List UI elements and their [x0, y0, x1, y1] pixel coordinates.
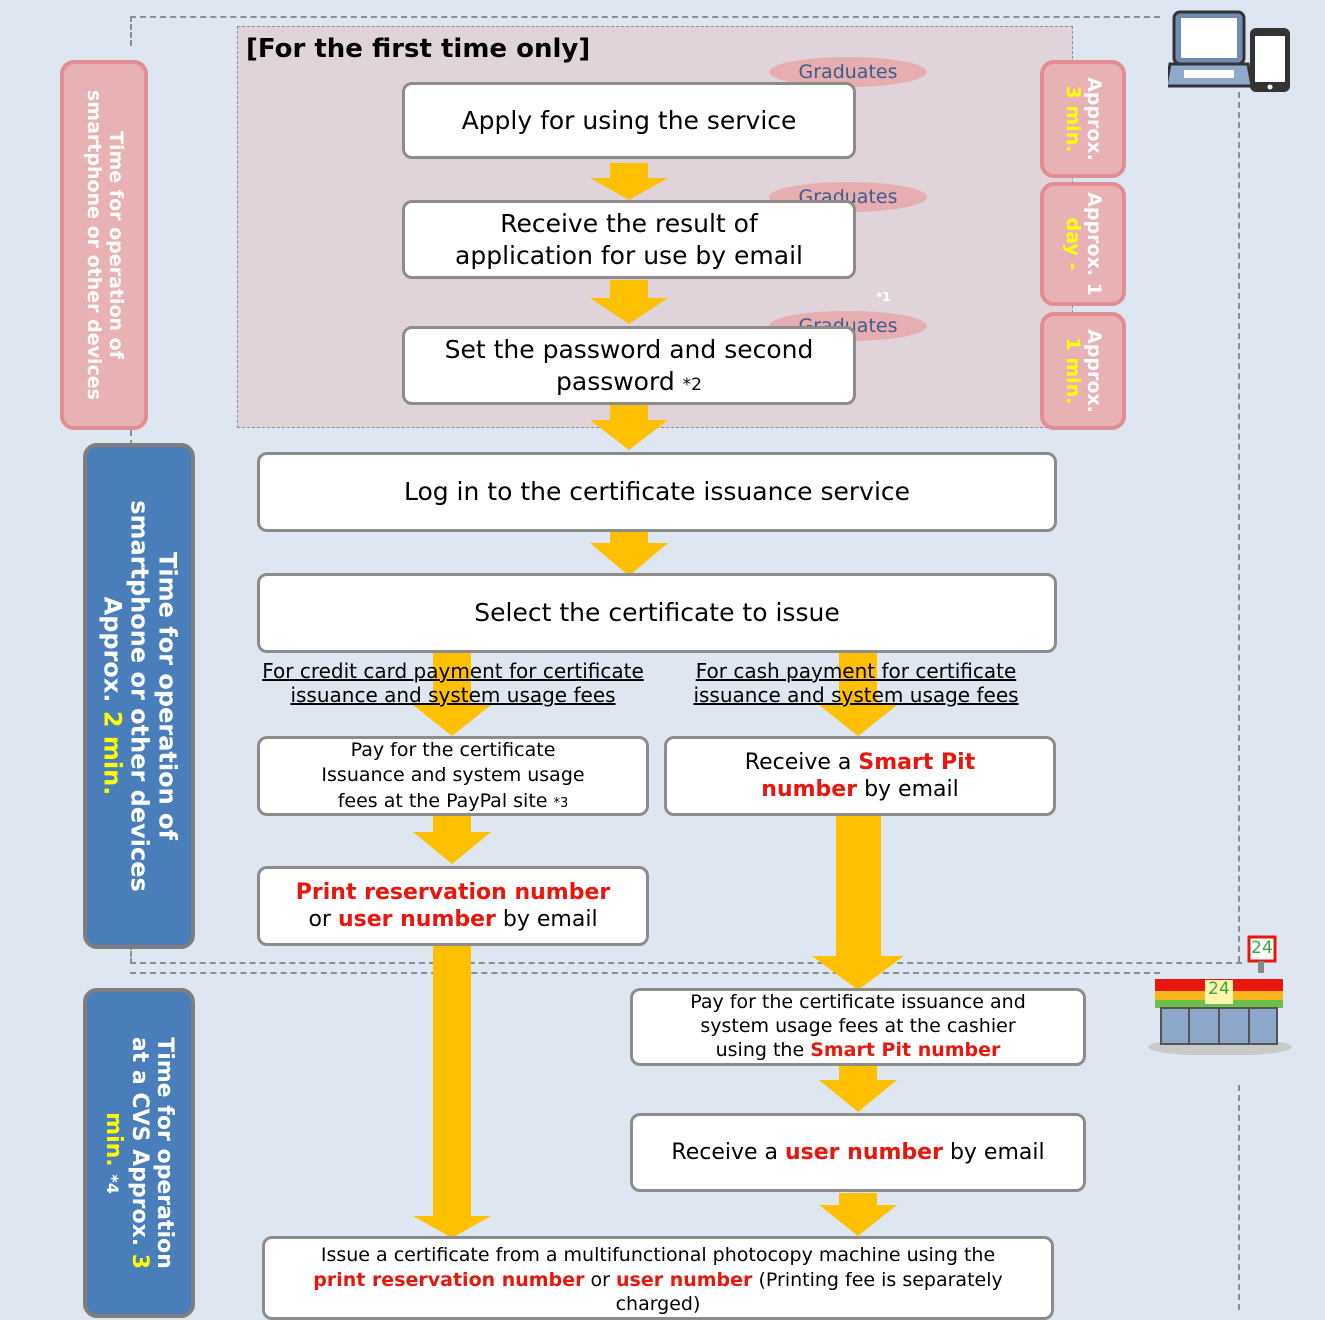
step-apply-text: Apply for using the service: [461, 105, 797, 135]
final-user-number: user number: [616, 1268, 753, 1291]
cvs-side-time2: min.: [101, 1112, 127, 1167]
receive-user-prefix: Receive a: [671, 1139, 778, 1165]
cashier-line1: Pay for the certificate issuance and: [690, 991, 1026, 1014]
final-line1: Issue a certificate from a multifunction…: [320, 1244, 996, 1266]
print-or: or: [308, 907, 331, 932]
credit-heading: For credit card payment for certificate …: [250, 659, 656, 707]
cvs-side-line1: Time for operation: [151, 1037, 177, 1269]
time-badge-apply-line2: 3 min.: [1062, 85, 1084, 153]
convenience-store-icon: [1148, 935, 1292, 1055]
laptop-phone-icon: [1168, 10, 1290, 92]
cash-heading: For cash payment for certificate issuanc…: [680, 659, 1032, 707]
cashier-line3: using the: [715, 1038, 805, 1061]
arrow-10: [819, 1065, 897, 1112]
device-frame-left-bottom: [130, 944, 132, 964]
online-side-time: 2 min.: [98, 710, 127, 796]
device-frame-right: [1238, 92, 1240, 962]
step-password-note: *2: [682, 374, 702, 395]
arrow-8: [812, 812, 904, 990]
first-time-heading: [For the first time only]: [246, 34, 591, 64]
step-password-line2: password: [556, 366, 675, 396]
step-set-password: Set the password and second password *2: [402, 326, 856, 405]
time-badge-apply: Approx. 3 min.: [1040, 60, 1126, 178]
print-user-number: user number: [337, 907, 496, 932]
receive-user-number: user number: [785, 1139, 943, 1165]
arrow-5: [413, 652, 491, 736]
device-frame-top: [130, 16, 1160, 18]
cvs-side-label: Time for operation at a CVS Approx. 3 mi…: [83, 988, 195, 1318]
smart-pit-2: number: [761, 777, 858, 802]
final-print-reservation: print reservation number: [313, 1268, 585, 1291]
time-badge-receive-line2: day -: [1062, 217, 1084, 271]
step-login: Log in to the certificate issuance servi…: [257, 452, 1057, 532]
final-or: or: [590, 1268, 610, 1291]
first-time-side-line2: smartphone or other devices: [83, 89, 105, 401]
time-badge-password: Approx. 1 min.: [1040, 312, 1126, 430]
cvs-side-note: *4: [103, 1174, 123, 1194]
final-rest: (Printing fee is separately: [758, 1268, 1003, 1291]
step-receive-user-number: Receive a user number by email: [630, 1113, 1086, 1192]
time-badge-receive: Approx. 1 day -: [1040, 182, 1126, 306]
time-badge-apply-line1: Approx.: [1082, 77, 1105, 161]
online-side-approx: Approx.: [98, 596, 127, 703]
receive-user-by-email: by email: [949, 1139, 1045, 1165]
time-badge-password-line2: 1 min.: [1062, 337, 1084, 405]
cvs-side-time: 3: [126, 1253, 152, 1270]
arrow-3: [590, 405, 668, 450]
online-side-label: Time for operation of smartphone or othe…: [83, 443, 195, 949]
step-paypal-line3: fees at the PayPal site: [337, 789, 548, 812]
step-select-text: Select the certificate to issue: [474, 598, 840, 628]
step-issue-certificate: Issue a certificate from a multifunction…: [262, 1236, 1054, 1320]
step-receive-result: Receive the result of application for us…: [402, 200, 856, 279]
cvs-frame-top: [130, 972, 1160, 974]
step-print-reservation: Print reservation number or user number …: [257, 866, 649, 946]
smart-pit-1: Smart Pit: [858, 749, 976, 775]
device-frame-bottom: [130, 962, 1242, 964]
arrow-11: [819, 1193, 897, 1236]
arrow-2: [590, 280, 668, 324]
final-line3: charged): [615, 1293, 701, 1316]
step-smart-pit: Receive a Smart Pit number by email: [664, 736, 1056, 816]
online-side-line1: Time for operation of: [153, 552, 182, 840]
first-time-side-line1: Time for operation of: [104, 131, 127, 359]
step-paypal-note: *3: [553, 795, 569, 811]
step-receive-line2: application for use by email: [455, 240, 803, 270]
cvs-frame-right: [1238, 1085, 1240, 1310]
device-frame-left-mid: [130, 430, 132, 446]
step-paypal: Pay for the certificate Issuance and sys…: [257, 736, 649, 816]
arrow-1: [590, 163, 668, 200]
step-select: Select the certificate to issue: [257, 573, 1057, 653]
store-sign-label: 24: [1251, 938, 1273, 958]
cvs-side-line2: at a CVS Approx.: [126, 1036, 152, 1247]
time-badge-receive-line1: Approx. 1: [1082, 192, 1105, 296]
arrow-9: [413, 945, 491, 1238]
note-1: *1: [876, 290, 891, 304]
step-receive-line1: Receive the result of: [500, 209, 758, 239]
step-paypal-line2: Issuance and system usage: [321, 764, 585, 787]
print-by-email: by email: [502, 907, 598, 932]
step-password-line1: Set the password and second: [444, 335, 814, 365]
online-side-line2: smartphone or other devices: [125, 500, 154, 892]
step-login-text: Log in to the certificate issuance servi…: [403, 477, 911, 507]
step-cashier: Pay for the certificate issuance and sys…: [630, 988, 1086, 1066]
cash-heading-line2: issuance and system usage fees: [693, 683, 1019, 707]
arrow-6: [819, 652, 897, 736]
credit-heading-line2: issuance and system usage fees: [290, 683, 616, 707]
credit-heading-line1: For credit card payment for certificate: [262, 659, 644, 683]
step-apply: Apply for using the service: [402, 82, 856, 159]
arrow-7: [413, 815, 491, 864]
time-badge-password-line1: Approx.: [1082, 329, 1105, 413]
step-paypal-line1: Pay for the certificate: [350, 738, 556, 761]
print-reservation-label: Print reservation number: [295, 879, 611, 905]
cashier-line2: system usage fees at the cashier: [700, 1015, 1016, 1038]
cash-heading-line1: For cash payment for certificate: [695, 659, 1017, 683]
smart-pit-receive: Receive a: [744, 749, 852, 775]
cashier-smart-pit: Smart Pit number: [810, 1038, 1001, 1061]
device-frame-left-top: [130, 16, 132, 46]
store-front-label: 24: [1208, 979, 1230, 999]
arrow-4: [590, 530, 668, 576]
smart-pit-by-email: by email: [864, 777, 959, 802]
first-time-side-label: Time for operation of smartphone or othe…: [60, 60, 148, 430]
